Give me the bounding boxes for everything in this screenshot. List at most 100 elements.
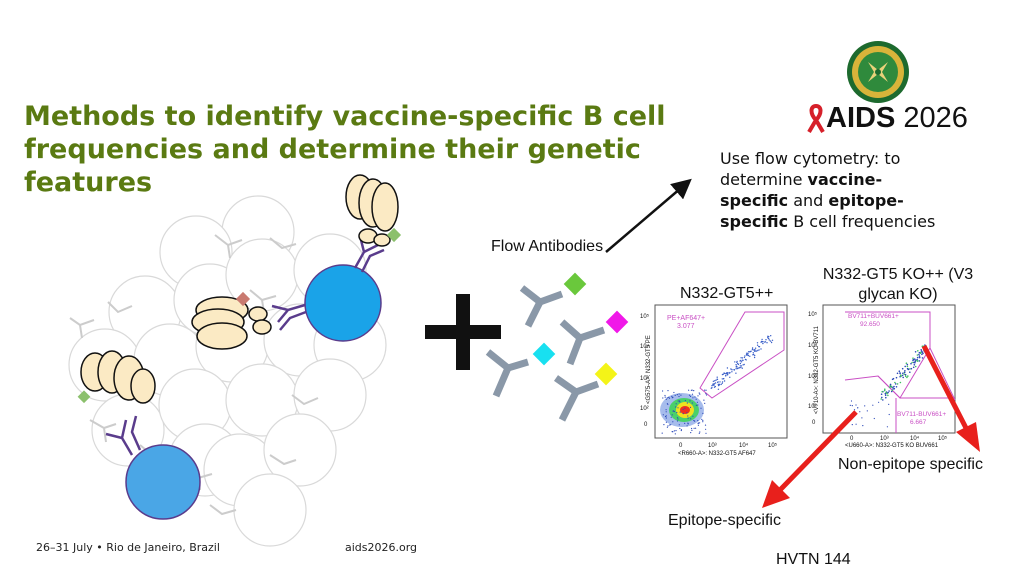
red-ribbon-icon — [807, 104, 825, 134]
flow-antibody-4 — [553, 375, 600, 422]
scatter-dot — [909, 371, 911, 374]
bcr-upper-left — [271, 303, 307, 331]
scatter-dot — [920, 350, 923, 352]
scatter-dot — [676, 394, 678, 396]
scatter-dot — [742, 364, 744, 366]
scatter-dot — [851, 405, 853, 407]
scatter-dot — [721, 378, 723, 380]
scatter-dot — [726, 367, 729, 369]
flow-antibody-2 — [559, 319, 606, 366]
scatter-dot — [743, 363, 745, 366]
arrow-non-epitope — [921, 344, 980, 452]
scatter-dot — [921, 351, 924, 354]
scatter-dot — [885, 396, 887, 399]
scatter-dot — [739, 365, 741, 367]
scatter-dot — [665, 417, 667, 419]
scatter-dot — [771, 339, 774, 341]
scatter-dot — [751, 347, 754, 349]
scatter-dot — [912, 359, 914, 362]
plot1-tick-y-0: 10⁵ — [640, 313, 650, 320]
scatter-dot — [719, 381, 721, 383]
antigen-trimer-left — [80, 350, 156, 404]
scatter-dot — [723, 380, 726, 382]
scatter-dot — [855, 404, 857, 406]
scatter-dot — [665, 411, 667, 413]
scatter-dot — [665, 409, 667, 411]
scatter-dot — [907, 375, 909, 377]
scatter-dot — [904, 375, 907, 378]
scatter-dot — [754, 347, 757, 349]
scatter-dot — [736, 361, 738, 364]
flow-antibody-1 — [519, 285, 564, 328]
scatter-dot — [904, 370, 906, 372]
label-non-epitope-specific: Non-epitope specific — [838, 456, 983, 473]
scatter-dot — [714, 380, 716, 382]
scatter-dot — [913, 364, 916, 366]
plot2-tick-x-1: 10³ — [880, 436, 889, 442]
scatter-dot — [687, 417, 689, 419]
scatter-dot — [691, 393, 694, 395]
footer-url[interactable]: aids2026.org — [345, 541, 418, 554]
scatter-dot — [668, 397, 671, 399]
scatter-dot — [768, 339, 770, 341]
scatter-dot — [672, 410, 674, 412]
scatter-dot — [890, 390, 893, 393]
scatter-dot — [699, 431, 701, 433]
scatter-dot — [700, 407, 702, 409]
bcr-lower — [105, 415, 142, 456]
scatter-dot — [677, 418, 679, 420]
scatter-dot — [711, 385, 713, 387]
scatter-dot — [691, 427, 693, 430]
scatter-dot — [714, 385, 716, 388]
scatter-dot — [731, 371, 733, 373]
scatter-dot — [756, 344, 759, 346]
scatter-dot — [738, 367, 740, 369]
scatter-dot — [693, 390, 695, 392]
scatter-dot — [760, 348, 762, 350]
scatter-dot — [899, 381, 902, 384]
scatter-dot — [741, 357, 744, 359]
plot2-gate-edge — [929, 347, 956, 401]
scatter-dot — [920, 351, 922, 354]
scatter-dot — [705, 393, 707, 395]
scatter-dot — [900, 375, 902, 377]
scatter-dot — [664, 394, 666, 397]
scatter-dot — [752, 353, 755, 356]
scatter-dot — [687, 422, 689, 424]
plot2-tick-x-0: 0 — [850, 436, 854, 442]
scatter-dot — [678, 393, 680, 395]
scatter-dot — [687, 415, 689, 417]
scatter-dot — [689, 400, 691, 402]
scatter-dot — [888, 390, 890, 392]
scatter-dot — [920, 349, 922, 351]
scatter-dot — [722, 373, 724, 375]
scatter-dot — [761, 340, 763, 343]
scatter-dot — [914, 351, 917, 353]
scatter-dot — [884, 394, 887, 397]
plot1-gate-value: 3.077 — [677, 323, 695, 330]
plot1-blob-core — [680, 406, 690, 414]
scatter-dot — [749, 355, 751, 357]
scatter-dot — [918, 351, 921, 354]
scatter-dot — [735, 372, 737, 374]
desc-text-3: B cell frequencies — [788, 212, 936, 231]
scatter-dot — [730, 368, 732, 370]
scatter-dot — [736, 366, 738, 368]
plot1-x-axis-label: <R660-A>: N332-GT5 AF647 — [678, 451, 756, 457]
plot1-tick-y-3: 10² — [640, 406, 649, 412]
scatter-dot — [704, 402, 706, 404]
scatter-dot — [890, 385, 893, 388]
scatter-dot — [914, 359, 916, 361]
scatter-dot — [740, 361, 743, 363]
scatter-dot — [917, 350, 919, 352]
scatter-dot — [747, 353, 749, 355]
scatter-dot — [671, 431, 673, 433]
scatter-dot — [756, 342, 759, 344]
arrow-epitope — [762, 410, 858, 508]
logo-year: 2026 — [903, 102, 968, 134]
scatter-dot — [678, 395, 680, 398]
scatter-dot — [690, 418, 692, 420]
scatter-dot — [739, 360, 741, 362]
scatter-dot — [686, 425, 688, 427]
scatter-dot — [758, 345, 760, 348]
